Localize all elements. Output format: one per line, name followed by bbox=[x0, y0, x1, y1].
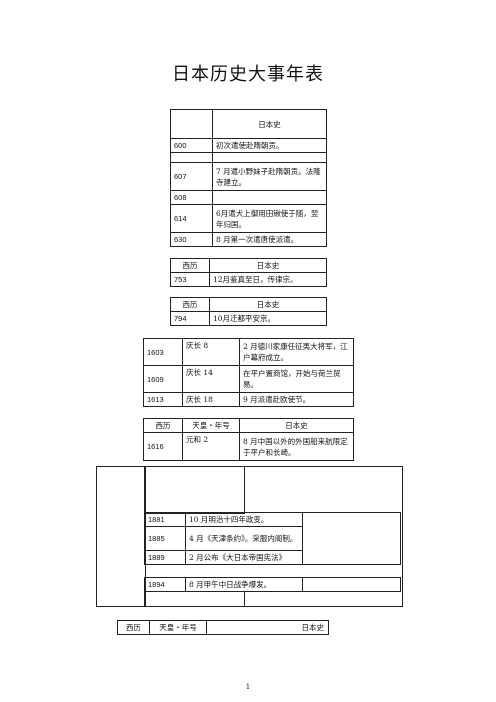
table-753: 西历 日本史 753 12月鉴真至日，传律宗。 bbox=[170, 258, 327, 287]
page-title: 日本历史大事年表 bbox=[172, 64, 324, 85]
header-japan-history: 日本史 bbox=[206, 620, 329, 635]
table-1894: 1894 8 月甲午中日战争爆发。 bbox=[144, 577, 401, 592]
header-western-year: 西历 bbox=[170, 258, 210, 273]
table-row: 614 6月遣犬上御用田锹使于随，翌年归国。 bbox=[170, 204, 327, 233]
table-row: 600 初次遣使赴隋朝贡。 bbox=[170, 138, 327, 153]
page-number: 1 bbox=[245, 683, 251, 691]
table-row: 1885 4 月《天津条约》。采服内阁制。 bbox=[144, 526, 401, 551]
table-meiji: 1881 10 月明治十四年政变。 1885 4 月《天津条约》。采服内阁制。 … bbox=[144, 512, 401, 565]
table-row: 607 7 月遣小野妹子赴隋朝贡。法隆寺建立。 bbox=[170, 162, 327, 191]
header-japan-history: 日本史 bbox=[212, 109, 327, 139]
header-japan-history: 日本史 bbox=[239, 418, 354, 433]
table-row: 1881 10 月明治十四年政变。 bbox=[144, 512, 401, 565]
header-emperor-era: 天皇・年号 bbox=[182, 418, 240, 433]
table-row: 1609 庆长 14 在平户置商馆，开始与荷兰贸易。 bbox=[143, 365, 354, 393]
table-row: 753 12月鉴真至日，传律宗。 bbox=[170, 272, 327, 287]
header-emperor-era: 天皇・年号 bbox=[149, 620, 207, 635]
table-row: 1603 庆长 8 2 月德川家康任征夷大将军，江户幕府成立。 bbox=[143, 338, 354, 366]
table-1616: 西历 天皇・年号 日本史 1616 元和 2 8 月中国以外的外国船来航限定于平… bbox=[143, 418, 354, 461]
header-western-year: 西历 bbox=[117, 620, 150, 635]
table-row: 794 10月迁都平安京。 bbox=[170, 311, 327, 326]
table-row: 1889 2 月公布《大日本帝国宪法》 bbox=[144, 550, 401, 565]
table-edo-early: 1603 庆长 8 2 月德川家康任征夷大将军，江户幕府成立。 1609 庆长 … bbox=[143, 338, 354, 407]
table-row: 608 bbox=[170, 190, 327, 205]
header-japan-history: 日本史 bbox=[209, 258, 327, 273]
frame-column-divider bbox=[96, 466, 146, 607]
table-header-only: 西历 天皇・年号 日本史 bbox=[117, 620, 329, 635]
table-early-history: 日本史 600 初次遣使赴隋朝贡。 607 7 月遣小野妹子赴隋朝贡。法隆寺建立… bbox=[170, 109, 327, 247]
frame-bottom-box bbox=[144, 591, 245, 607]
table-794: 西历 日本史 794 10月迁都平安京。 bbox=[170, 297, 327, 326]
table-row: 1613 庆长 18 9 月派遣赴欧使节。 bbox=[143, 392, 354, 407]
header-western-year: 西历 bbox=[170, 297, 210, 312]
table-row: 630 8 月第一次遣唐使派遣。 bbox=[170, 232, 327, 247]
table-row: 1616 元和 2 8 月中国以外的外国船来航限定于平户和长崎。 bbox=[143, 432, 354, 461]
frame-top-box bbox=[144, 466, 245, 514]
table-row: 1894 8 月甲午中日战争爆发。 bbox=[144, 577, 401, 592]
header-western-year: 西历 bbox=[143, 418, 183, 433]
header-japan-history: 日本史 bbox=[209, 297, 327, 312]
